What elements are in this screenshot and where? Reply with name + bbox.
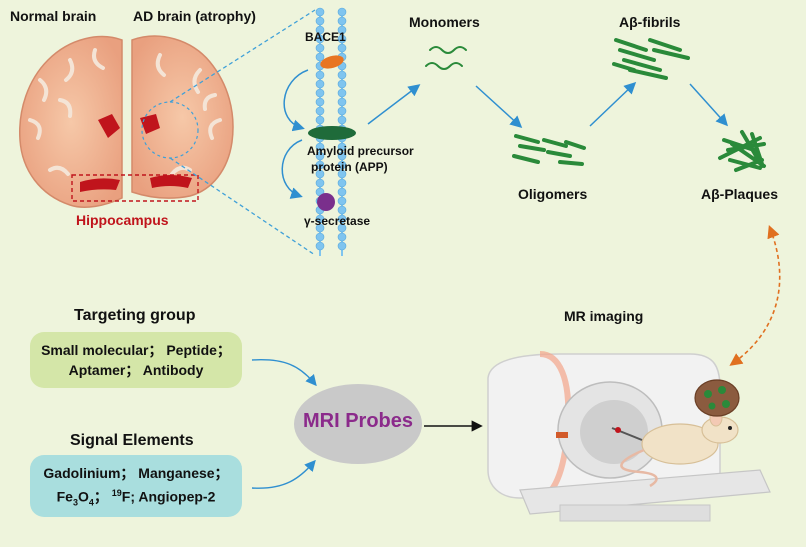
hippocampus-highlight-box: [71, 174, 199, 202]
lipid-head: [315, 115, 325, 125]
arrow-to-plaques: [689, 83, 729, 127]
signal-elements-title: Signal Elements: [70, 432, 194, 449]
lipid-head: [337, 214, 347, 224]
mri-probes-label: MRI Probes: [302, 410, 414, 432]
o-subscript: 4: [88, 497, 94, 508]
lipid-head: [337, 25, 347, 35]
normal-brain-illustration: [19, 35, 123, 208]
monomers-label: Monomers: [409, 14, 480, 30]
oligomers-label: Oligomers: [518, 186, 588, 202]
targeting-group-line2: Aptamer； Antibody: [68, 362, 204, 378]
lipid-head: [315, 52, 325, 62]
mouse-illustration: [611, 409, 739, 488]
lipid-head: [337, 7, 347, 17]
lipid-head: [337, 187, 347, 197]
hippocampus-label: Hippocampus: [76, 212, 169, 228]
signal-elements-line1: Gadolinium； Manganese；: [43, 465, 229, 481]
lipid-head: [337, 70, 347, 80]
separator: ；: [93, 488, 108, 505]
brain-section-with-plaques: [694, 379, 740, 417]
lipid-head: [337, 160, 347, 170]
targeting-group-line1: Small molecular； Peptide；: [41, 342, 231, 358]
lipid-head: [337, 115, 347, 125]
ad-brain-label: AD brain (atrophy): [133, 8, 256, 24]
lipid-head: [315, 142, 325, 152]
lipid-head: [337, 241, 347, 251]
cell-membrane-bilayer: [315, 7, 347, 256]
lipid-head: [315, 34, 325, 44]
plaques-illustration: [718, 130, 766, 172]
curved-arrow-upper: [283, 69, 309, 132]
lipid-head: [337, 196, 347, 206]
ad-brain-illustration: [131, 35, 234, 199]
lipid-head: [337, 34, 347, 44]
arrow-signal-to-probes: [251, 459, 316, 489]
gamma-secretase-label: γ-secretase: [304, 214, 371, 228]
mri-probes-ellipse: [294, 384, 422, 464]
arrow-to-oligomers: [475, 85, 523, 129]
lipid-head: [315, 169, 325, 179]
fibrils-illustration: [612, 38, 690, 80]
app-label-line1: Amyloid precursor: [307, 144, 414, 158]
lipid-head: [315, 16, 325, 26]
gamma-secretase-shape: [317, 193, 335, 211]
lipid-head: [315, 79, 325, 89]
arrow-to-fibrils: [589, 81, 637, 127]
zoom-line-top: [169, 9, 316, 103]
normal-brain-label: Normal brain: [10, 8, 97, 24]
lipid-head: [337, 16, 347, 26]
lipid-head: [315, 106, 325, 116]
monomers-illustration: [425, 46, 467, 70]
lipid-head: [337, 178, 347, 188]
lipid-head: [337, 88, 347, 98]
lipid-head: [315, 223, 325, 233]
mr-imaging-label: MR imaging: [564, 308, 644, 324]
lipid-head: [315, 7, 325, 17]
curved-arrow-lower: [281, 139, 303, 199]
lipid-head: [315, 70, 325, 80]
fe-subscript: 3: [72, 497, 78, 508]
fe-text: Fe: [56, 488, 73, 505]
lipid-head: [315, 214, 325, 224]
lipid-head: [315, 178, 325, 188]
fibrils-label: Aβ-fibrils: [619, 14, 681, 30]
lipid-head: [315, 97, 325, 107]
lipid-head: [337, 79, 347, 89]
targeting-group-box: Small molecular； Peptide； Aptamer； Antib…: [30, 332, 242, 388]
plaques-imaging-link-arrow: [729, 225, 781, 366]
lipid-head: [315, 88, 325, 98]
lipid-head: [337, 151, 347, 161]
lipid-head: [315, 43, 325, 53]
lipid-head: [315, 160, 325, 170]
fluorine-angiopep-text: F; Angiopep-2: [121, 488, 216, 505]
lipid-head: [337, 223, 347, 233]
arrow-targeting-to-probes: [251, 359, 317, 387]
lipid-head: [315, 151, 325, 161]
app-label-line2: protein (APP): [311, 160, 388, 174]
o-text: O: [77, 488, 89, 505]
signal-elements-line2: Fe3O4； 19F; Angiopep-2: [30, 483, 242, 512]
oligomers-illustration: [512, 134, 586, 166]
lipid-head: [337, 232, 347, 242]
lipid-head: [315, 241, 325, 251]
lipid-head: [337, 169, 347, 179]
bace1-label: BACE1: [305, 30, 346, 44]
lipid-head: [337, 43, 347, 53]
lipid-head: [337, 205, 347, 215]
fluorine-superscript: 19: [111, 488, 122, 498]
plaques-label: Aβ-Plaques: [701, 186, 779, 202]
signal-elements-box: Gadolinium； Manganese； Fe3O4； 19F; Angio…: [30, 455, 242, 517]
lipid-head: [315, 25, 325, 35]
lipid-head: [337, 106, 347, 116]
targeting-group-title: Targeting group: [74, 307, 196, 324]
arrow-to-monomers: [367, 84, 421, 125]
lipid-head: [337, 142, 347, 152]
lipid-head: [315, 232, 325, 242]
app-protein-shape: [308, 126, 356, 140]
bace1-enzyme-shape: [320, 55, 344, 69]
zoom-line-bottom: [169, 157, 316, 256]
lipid-head: [337, 97, 347, 107]
